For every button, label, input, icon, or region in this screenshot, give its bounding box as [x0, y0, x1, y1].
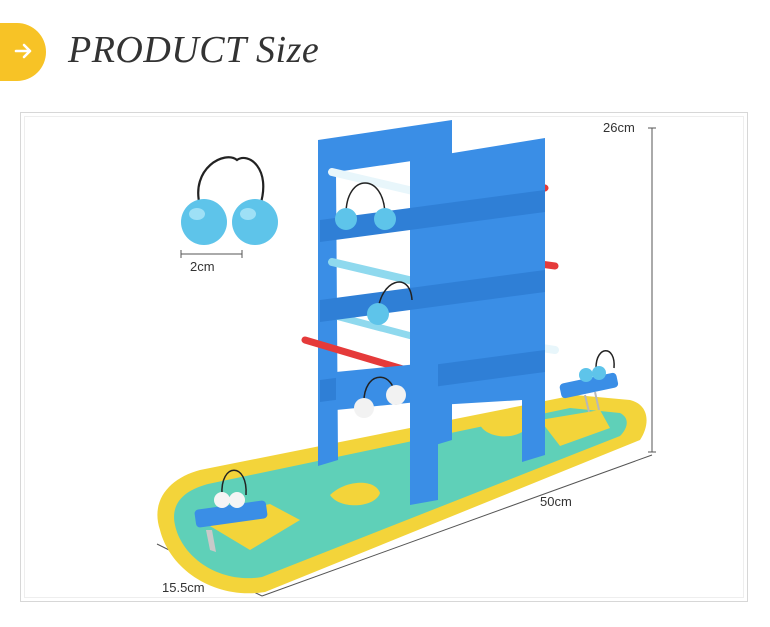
height-dimension-label: 26cm: [603, 120, 635, 135]
ladder-tower: [301, 120, 559, 505]
right-launcher: [559, 350, 619, 413]
length-dimension-line: [261, 454, 653, 597]
section-header: PRODUCT Size: [0, 0, 770, 100]
ball-dimension-label: 2cm: [190, 259, 215, 274]
left-launcher: [194, 469, 268, 552]
width-dimension-label: 15.5cm: [162, 580, 205, 595]
page-title: PRODUCT Size: [68, 29, 320, 71]
product-image-frame: [20, 112, 748, 602]
bolas-on-ladder: [335, 182, 413, 418]
ball-pair-inset: [181, 156, 278, 245]
length-dimension-label: 50cm: [540, 494, 572, 509]
game-base: [157, 395, 647, 594]
header-badge: [0, 23, 46, 81]
product-image-inner-border: [24, 116, 744, 598]
